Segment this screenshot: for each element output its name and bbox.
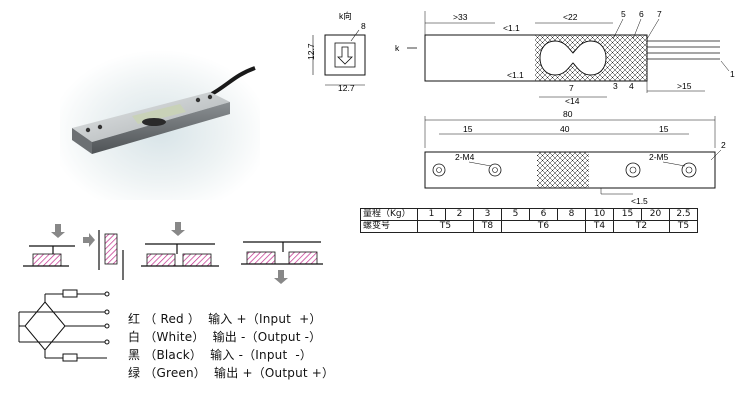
table-cell: 6 xyxy=(529,208,558,221)
dim-bottom-mid: <14 xyxy=(565,96,580,105)
wire-white: 白 （White） 输出 -（Output -） xyxy=(120,314,321,345)
table-header: 量程（Kg） xyxy=(360,208,418,221)
table-cell: 10 xyxy=(585,208,614,221)
end-view-height: 12.7 xyxy=(306,43,316,60)
dim-left: >33 xyxy=(453,12,468,22)
table-row: 量程（Kg） 1 2 3 5 6 8 10 15 20 2.5 xyxy=(360,208,698,221)
table-cell: 2.5 xyxy=(669,208,698,221)
dim-mid: 40 xyxy=(560,124,570,134)
dim-left: 15 xyxy=(463,124,473,134)
table-cell: T4 xyxy=(585,220,614,233)
wire-color: 绿 xyxy=(128,366,141,380)
callout-6: 6 xyxy=(639,9,644,19)
hole-right-label: 2-M5 xyxy=(649,152,669,162)
dim-right: 15 xyxy=(659,124,669,134)
end-view-width: 12.7 xyxy=(338,83,355,93)
bridge-circuit xyxy=(18,289,110,362)
wire-function: 输出 +（Output +） xyxy=(214,366,335,380)
direction-label: k xyxy=(395,43,400,53)
table-header: 螺变号 xyxy=(360,220,418,233)
dim-top-small: <1.1 xyxy=(503,23,520,33)
callout-4: 4 xyxy=(629,81,634,91)
dim-bottom: <1.5 xyxy=(631,196,648,206)
callout-1: 1 xyxy=(730,69,735,79)
table-cell: T2 xyxy=(613,220,670,233)
wire-color: 黑 xyxy=(128,348,141,362)
mounting-diagrams xyxy=(23,222,323,284)
callout-2: 2 xyxy=(721,140,726,150)
table-cell: 8 xyxy=(557,208,586,221)
table-row: 螺变号 T5 T8 T6 T4 T2 T5 xyxy=(360,220,698,233)
table-cell: T6 xyxy=(501,220,586,233)
dim-center: 7 xyxy=(569,83,574,93)
end-view-drawing: k向 8 12.7 12.7 xyxy=(306,11,366,93)
table-cell: T8 xyxy=(473,220,502,233)
load-cell-photo xyxy=(60,50,260,200)
wire-name: （Black） xyxy=(144,348,203,362)
table-cell: 1 xyxy=(417,208,446,221)
wire-red: 红 （ Red ） 输入 +（Input +） xyxy=(120,296,322,327)
table-cell: 20 xyxy=(641,208,670,221)
dim-right: >15 xyxy=(677,81,692,91)
side-view-drawing: k >33 <1.1 <22 5 6 7 1 <1.1 7 <14 3 4 >1… xyxy=(395,9,735,105)
table-cell: T5 xyxy=(669,220,698,233)
dim-total: 80 xyxy=(563,109,573,119)
arrow-icon xyxy=(51,224,65,238)
table-cell: 5 xyxy=(501,208,530,221)
dim-top-mid: <22 xyxy=(563,12,578,22)
wire-green: 绿 （Green） 输出 +（Output +） xyxy=(120,350,334,381)
hole-left-label: 2-M4 xyxy=(455,152,475,162)
wire-function: 输入 -（Input -） xyxy=(210,348,313,362)
wire-function: 输出 -（Output -） xyxy=(212,330,322,344)
callout-5: 5 xyxy=(621,9,626,19)
table-cell: T5 xyxy=(417,220,474,233)
wire-name: （White） xyxy=(144,330,205,344)
table-cell: 3 xyxy=(473,208,502,221)
table-cell: 15 xyxy=(613,208,642,221)
wire-function: 输入 +（Input +） xyxy=(208,312,322,326)
end-view-label: k向 xyxy=(339,11,352,21)
table-cell: 2 xyxy=(445,208,474,221)
dim-bottom-small: <1.1 xyxy=(507,70,524,80)
top-view-drawing: 80 15 40 15 2-M4 2-M5 2 <1.5 xyxy=(424,109,726,206)
capacity-table: 量程（Kg） 1 2 3 5 6 8 10 15 20 2.5 螺变号 T5 T… xyxy=(360,208,698,233)
callout-3: 3 xyxy=(613,81,618,91)
wire-name: （Green） xyxy=(144,366,206,380)
wire-color: 白 xyxy=(128,330,141,344)
callout-8: 8 xyxy=(361,21,366,31)
wire-name: （ Red ） xyxy=(144,312,201,326)
callout-7: 7 xyxy=(657,9,662,19)
wire-color: 红 xyxy=(128,312,141,326)
wire-black: 黑 （Black） 输入 -（Input -） xyxy=(120,332,312,363)
